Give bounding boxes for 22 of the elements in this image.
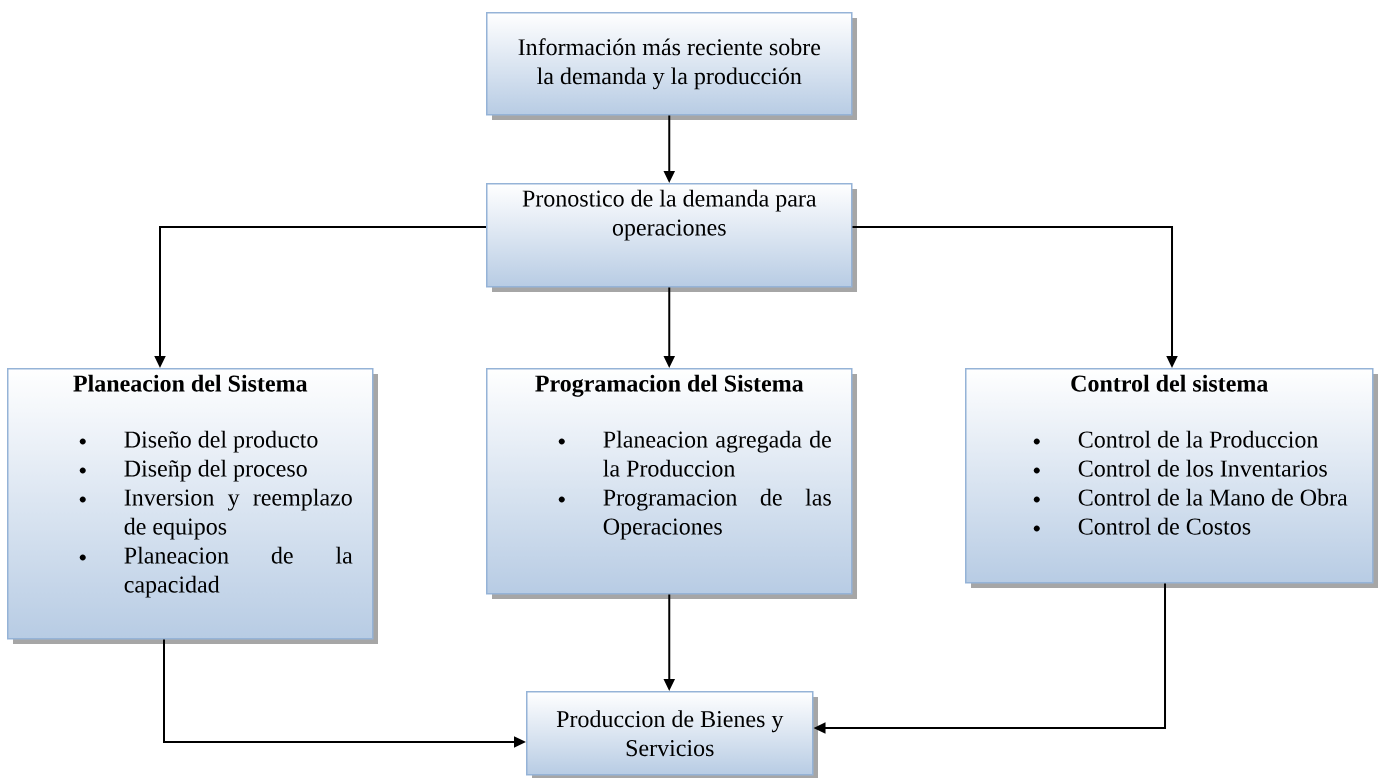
box-heading: Programacion del Sistema (535, 374, 804, 397)
list-item: Diseñp del proceso (79, 459, 307, 482)
box-heading: Control del sistema (1071, 374, 1268, 392)
process-box (486, 183, 857, 292)
list-item: Control de la Produccion (1033, 430, 1319, 448)
process-box (965, 368, 1378, 588)
box-text: Información más reciente sobre la demanda y la producción (518, 38, 821, 90)
list-item: Programacion de las Operaciones (558, 488, 831, 540)
list-item: Planeacion de la capacidad (79, 546, 353, 598)
list-item: Diseño del producto (79, 430, 318, 453)
box-text: Produccion de Bienes y Servicios (556, 710, 784, 757)
process-box (486, 368, 857, 599)
list-item: Control de la Mano de Obra (1033, 488, 1348, 506)
process-box (486, 12, 857, 120)
list-item: Control de los Inventarios (1033, 459, 1327, 477)
box-heading: Planeacion del Sistema (73, 374, 308, 392)
process-box (7, 368, 378, 644)
box-text: Pronostico de la demanda para operaciones (522, 189, 817, 241)
process-box (526, 691, 818, 778)
list-item: Control de Costos (1033, 517, 1251, 535)
list-item: Planeacion agregada de la Produccion (558, 430, 831, 477)
list-item: Inversion y reemplazo de equipos (79, 488, 352, 540)
